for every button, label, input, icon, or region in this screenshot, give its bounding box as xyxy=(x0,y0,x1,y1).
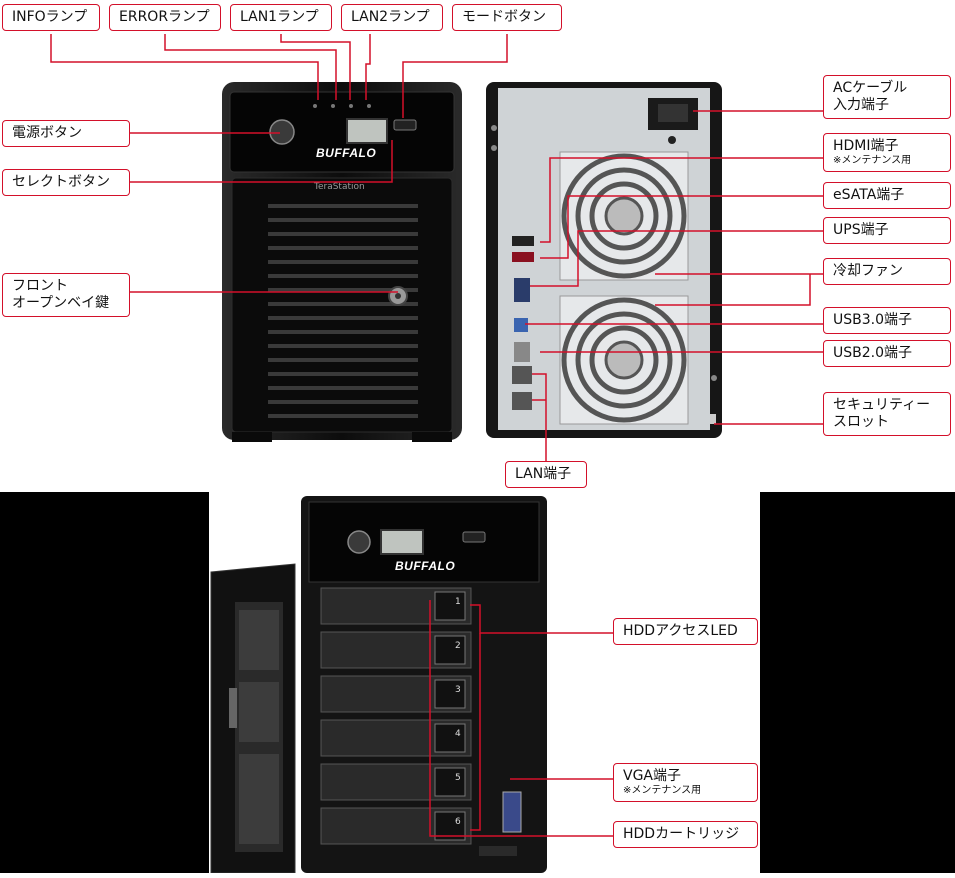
leader-line xyxy=(365,34,371,100)
label-vga: VGA端子※メンテナンス用 xyxy=(613,763,758,802)
label-ups: UPS端子 xyxy=(823,217,951,244)
leader-line xyxy=(532,373,547,461)
label-usb2: USB2.0端子 xyxy=(823,340,951,367)
leader-line xyxy=(164,34,337,100)
leader-line xyxy=(530,230,823,287)
hdd-bay-number: 1 xyxy=(455,597,461,607)
label-security-slot: セキュリティースロット xyxy=(823,392,951,436)
leader-line xyxy=(402,34,508,118)
label-front-open-key: フロントオープンベイ鍵 xyxy=(2,273,130,317)
hdd-bay-number: 5 xyxy=(455,773,461,783)
leader-line xyxy=(50,34,319,100)
label-mode-button: モードボタン xyxy=(452,4,562,31)
leader-line xyxy=(470,633,481,831)
rear-chassis-graphic xyxy=(486,82,722,438)
label-cooling-fan: 冷却ファン xyxy=(823,258,951,285)
leader-line xyxy=(540,195,823,259)
label-lan1-lamp: LAN1ランプ xyxy=(230,4,332,31)
open-view-background-left xyxy=(0,492,209,873)
rear-device xyxy=(486,82,722,444)
label-select-button: セレクトボタン xyxy=(2,169,130,196)
leader-line xyxy=(429,600,613,837)
open-device: BUFFALO 1 2 3 4 5 6 xyxy=(209,492,760,874)
leader-line xyxy=(540,157,823,243)
leader-line xyxy=(130,140,393,183)
label-esata: eSATA端子 xyxy=(823,182,951,209)
leader-line xyxy=(655,274,811,306)
label-lan2-lamp: LAN2ランプ xyxy=(341,4,443,31)
open-view-background-right xyxy=(760,492,955,873)
label-info-lamp: INFOランプ xyxy=(2,4,100,31)
leader-line xyxy=(280,34,351,100)
label-usb3: USB3.0端子 xyxy=(823,307,951,334)
leader-line xyxy=(470,604,613,634)
label-hdd-access-led: HDDアクセスLED xyxy=(613,618,758,645)
hdd-bay-number: 2 xyxy=(455,641,461,651)
label-lan-port: LAN端子 xyxy=(505,461,587,488)
front-lcd xyxy=(346,118,388,144)
open-device-graphic xyxy=(210,496,547,874)
front-chassis-graphic xyxy=(222,82,462,442)
front-device: BUFFALO TeraStation xyxy=(222,82,462,446)
front-model-name: TeraStation xyxy=(314,182,365,192)
label-hdmi: HDMI端子※メンテナンス用 xyxy=(823,133,951,172)
hdd-bay-number: 6 xyxy=(455,817,461,827)
open-brand-logo: BUFFALO xyxy=(395,559,456,573)
front-brand-logo: BUFFALO xyxy=(316,146,377,160)
hdd-bay-number: 4 xyxy=(455,729,461,739)
label-power-button: 電源ボタン xyxy=(2,120,130,147)
label-hdd-cartridge: HDDカートリッジ xyxy=(613,821,758,848)
label-error-lamp: ERRORランプ xyxy=(109,4,221,31)
hdd-bay-number: 3 xyxy=(455,685,461,695)
label-ac-cable: ACケーブル入力端子 xyxy=(823,75,951,119)
